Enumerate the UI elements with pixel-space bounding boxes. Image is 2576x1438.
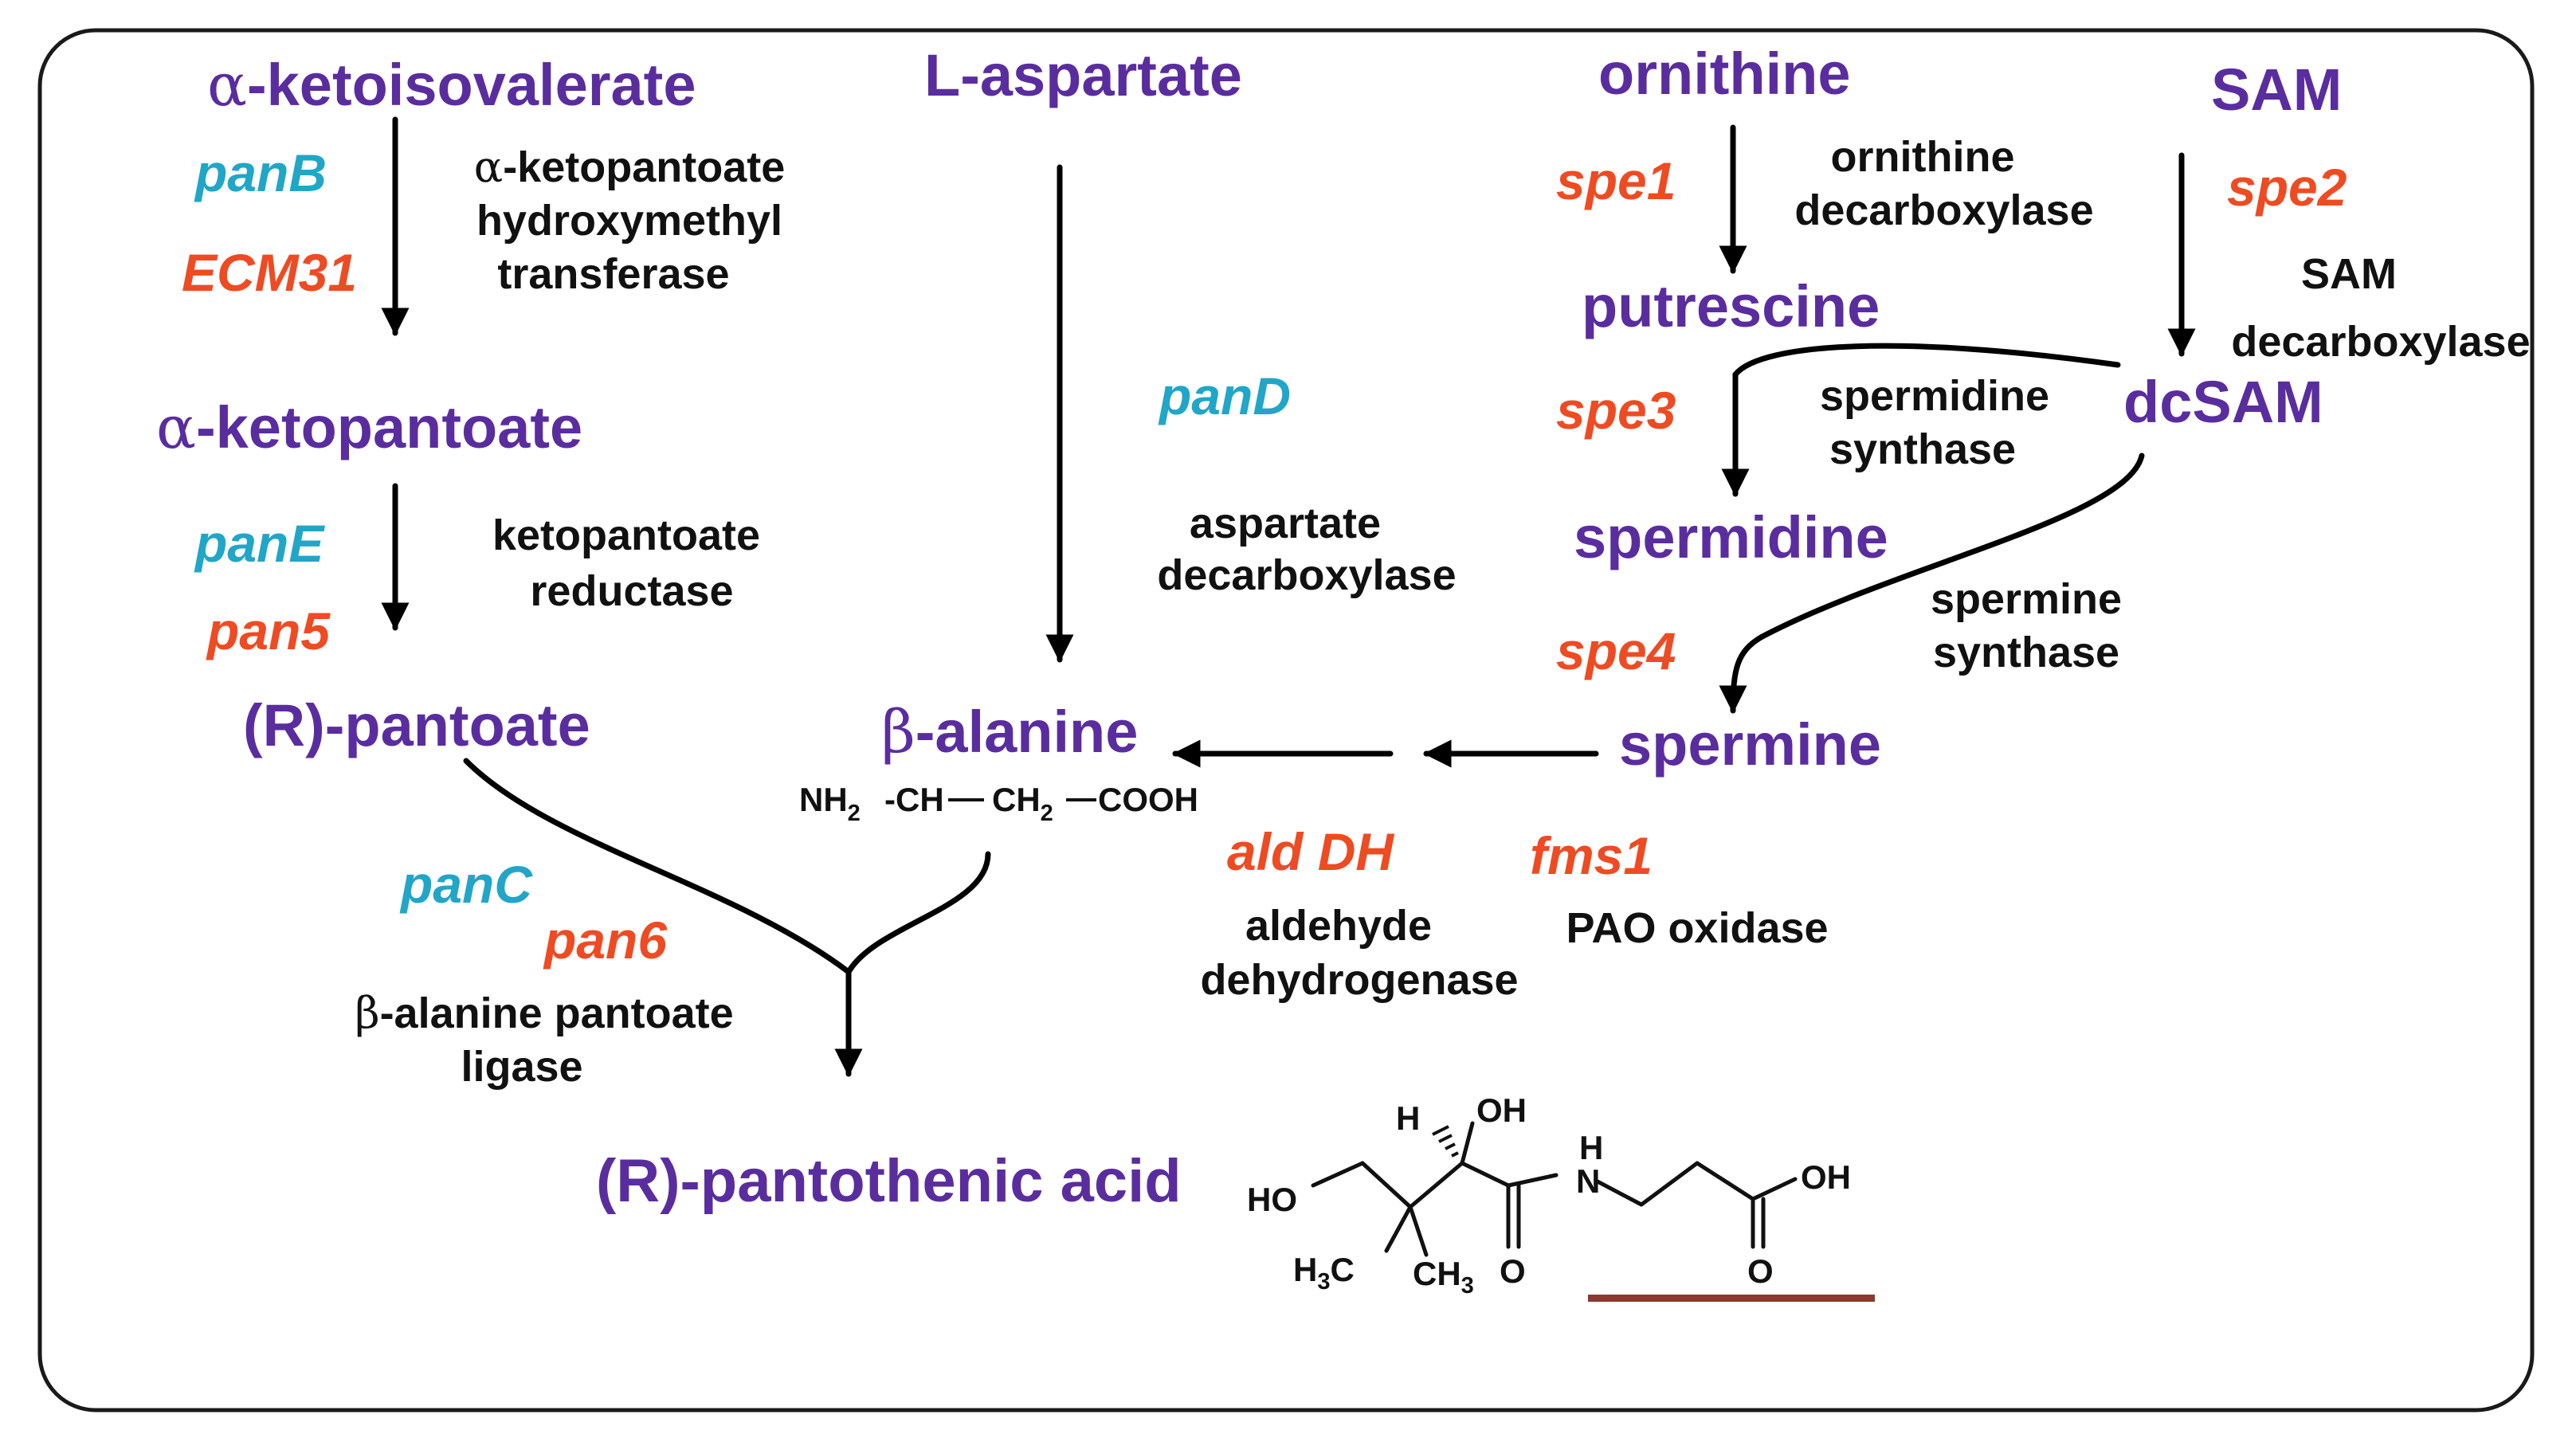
ketopantoate-label: -ketopantoate [196, 394, 582, 460]
beta-symbol: β [881, 698, 916, 766]
enzyme-kphmt-line1: α-ketopantoate [474, 142, 786, 192]
gene-ECM31: ECM31 [182, 243, 357, 302]
highlight-underline [1588, 1295, 1875, 1302]
enzyme-names: α-ketopantoate hydroxymethyl transferase… [355, 133, 2530, 1091]
yeast-genes: ECM31 pan5 spe1 spe2 spe3 spe4 ald DH fm… [182, 151, 2347, 970]
metabolite-alanine: β-alanine [881, 698, 1138, 766]
gene-panE: panE [194, 514, 325, 573]
ligase-line1-label: -alanine pantoate [380, 989, 734, 1037]
gene-spe2: spe2 [2227, 158, 2347, 217]
enzyme-aldh-line1: aldehyde [1245, 902, 1432, 950]
enzyme-kphmt-line2: hydroxymethyl [476, 197, 782, 245]
metabolite-ketopantoate: α-ketopantoate [156, 394, 582, 462]
metabolite-spermine: spermine [1619, 711, 1881, 778]
atom-h-chiral: H [1396, 1099, 1420, 1137]
atom-nh-n: N [1576, 1162, 1600, 1200]
metabolites: α-ketoisovalerate α-ketopantoate (R)-pan… [156, 41, 2342, 1215]
gene-spe3: spe3 [1556, 381, 1676, 440]
gene-panB: panB [194, 143, 327, 202]
enzyme-samdc-line2: decarboxylase [2231, 318, 2530, 366]
metabolite-dcsam: dcSAM [2123, 369, 2323, 435]
enzyme-spms-line1: spermine [1931, 575, 2122, 623]
enzyme-pao: PAO oxidase [1566, 904, 1828, 952]
ketoisovalerate-label: -ketoisovalerate [247, 52, 696, 118]
enzyme-adc-line1: aspartate [1190, 500, 1381, 547]
alanine-formula: NH2 -CH CH2 COOH [799, 781, 1198, 826]
formula-ch: -CH [884, 781, 944, 818]
kphmt-line1-label: -ketopantoate [503, 143, 785, 191]
arrow-spermidine-to-spermine [1719, 453, 2145, 714]
gene-pan5: pan5 [206, 601, 331, 660]
atom-o-acid: O [1747, 1252, 1774, 1290]
enzyme-kpr-line2: reductase [530, 567, 733, 615]
enzyme-ligase-line2: ligase [461, 1043, 582, 1091]
gene-panD: panD [1158, 366, 1291, 425]
alpha-symbol: α [474, 142, 503, 192]
arrow-putrescine-to-spermidine [1721, 343, 2121, 497]
formula-cooh: COOH [1098, 781, 1198, 818]
metabolite-pantothenic-acid: (R)-pantothenic acid [596, 1147, 1182, 1215]
gene-pan6: pan6 [543, 911, 668, 970]
enzyme-adc-line2: decarboxylase [1157, 551, 1456, 599]
atom-o-amide: O [1500, 1252, 1526, 1290]
diagram-frame [37, 28, 2535, 1413]
arrows [381, 116, 2196, 1077]
enzyme-kphmt-line3: transferase [497, 250, 729, 298]
metabolite-sam: SAM [2211, 57, 2342, 123]
metabolite-pantoate: (R)-pantoate [243, 692, 590, 758]
atom-oh-top: OH [1476, 1091, 1527, 1129]
metabolite-putrescine: putrescine [1582, 273, 1880, 339]
metabolite-ketoisovalerate: α-ketoisovalerate [207, 51, 696, 120]
enzyme-odc-line1: ornithine [1831, 133, 2015, 181]
alanine-label: -alanine [916, 699, 1139, 765]
enzyme-spds-line2: synthase [1829, 425, 2016, 473]
atom-ho-left: HO [1247, 1181, 1297, 1218]
enzyme-spds-line1: spermidine [1820, 372, 2049, 420]
gene-ald-dh: ald DH [1227, 822, 1394, 881]
alpha-symbol: α [156, 394, 196, 462]
enzyme-kpr-line1: ketopantoate [492, 511, 760, 559]
enzyme-odc-line2: decarboxylase [1794, 186, 2093, 234]
atom-h3c: H3C [1293, 1251, 1355, 1295]
metabolite-ornithine: ornithine [1598, 41, 1851, 107]
enzyme-aldh-line2: dehydrogenase [1200, 956, 1518, 1004]
beta-symbol: β [355, 988, 379, 1038]
atom-nh-h: H [1579, 1129, 1603, 1166]
gene-panC: panC [399, 855, 533, 914]
metabolite-spermidine: spermidine [1574, 504, 1888, 570]
gene-spe4: spe4 [1556, 621, 1676, 680]
alpha-symbol: α [207, 51, 247, 120]
metabolite-aspartate: L-aspartate [924, 42, 1242, 108]
formula-ch2: CH2 [992, 781, 1053, 826]
enzyme-spms-line2: synthase [1933, 629, 2119, 676]
enzyme-ligase-line1: β-alanine pantoate [355, 988, 733, 1038]
enzyme-samdc-line1: SAM [2301, 250, 2397, 298]
atom-ch3: CH3 [1413, 1255, 1474, 1299]
atom-oh-acid: OH [1801, 1158, 1851, 1196]
gene-spe1: spe1 [1556, 151, 1676, 210]
pantothenic-acid-structure: H OH HO H3C CH3 O H N OH O [1247, 1091, 1851, 1299]
arrow-alanine-to-ligase [845, 851, 991, 975]
arrow-pantoate-to-ligase [463, 758, 852, 975]
formula-nh2: NH2 [799, 781, 861, 826]
bacterial-genes: panB panE panD panC [194, 143, 1291, 914]
gene-fms1: fms1 [1530, 826, 1653, 885]
